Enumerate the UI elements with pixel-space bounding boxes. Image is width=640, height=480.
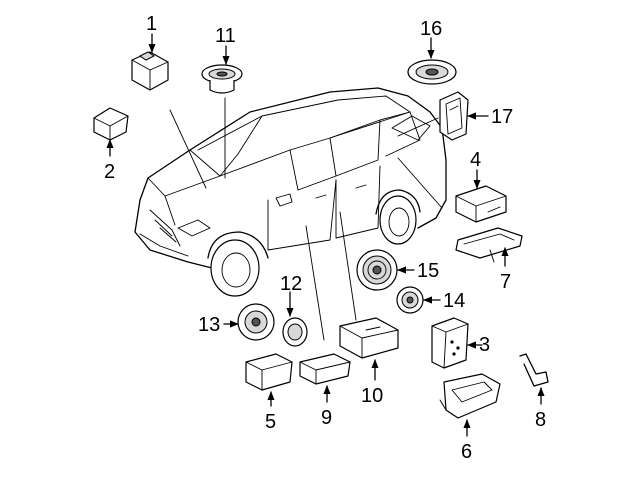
label-5: 5: [265, 411, 276, 433]
label-8: 8: [535, 409, 546, 431]
part-labels: 1 2 3 4 5 6 7 8 9 10 11 12 13 14 15 16 1…: [104, 13, 546, 463]
label-12: 12: [280, 273, 302, 295]
label-4: 4: [470, 149, 481, 171]
label-17: 17: [491, 106, 513, 128]
part-15-speaker[interactable]: [356, 249, 398, 291]
part-16-speaker[interactable]: [407, 59, 457, 85]
label-14: 14: [443, 290, 465, 312]
part-5-module[interactable]: [245, 353, 293, 391]
part-7-bracket[interactable]: [455, 227, 523, 263]
part-12-tweeter[interactable]: [282, 317, 308, 347]
label-3: 3: [479, 334, 490, 356]
part-10-amplifier[interactable]: [339, 317, 399, 359]
part-4-module[interactable]: [455, 185, 507, 223]
label-6: 6: [461, 441, 472, 463]
part-6-bracket[interactable]: [439, 373, 501, 419]
label-13: 13: [198, 314, 220, 336]
callout-arrows: [106, 33, 545, 437]
part-3-control-unit[interactable]: [431, 317, 469, 369]
label-7: 7: [500, 271, 511, 293]
part-11-speaker[interactable]: [201, 64, 243, 94]
vehicle-illustration: [134, 87, 447, 297]
leader-lines: [169, 97, 443, 341]
part-8-bracket[interactable]: [519, 353, 549, 387]
label-15: 15: [417, 260, 439, 282]
part-9-module[interactable]: [299, 353, 351, 385]
label-16: 16: [420, 18, 442, 40]
part-17-tweeter[interactable]: [439, 91, 469, 141]
label-10: 10: [361, 385, 383, 407]
part-14-speaker[interactable]: [396, 286, 424, 314]
part-2-module[interactable]: [93, 107, 129, 141]
label-1: 1: [146, 13, 157, 35]
part-13-speaker[interactable]: [237, 303, 275, 341]
part-1-module[interactable]: [131, 51, 169, 91]
label-2: 2: [104, 161, 115, 183]
label-9: 9: [321, 407, 332, 429]
label-11: 11: [215, 25, 236, 47]
